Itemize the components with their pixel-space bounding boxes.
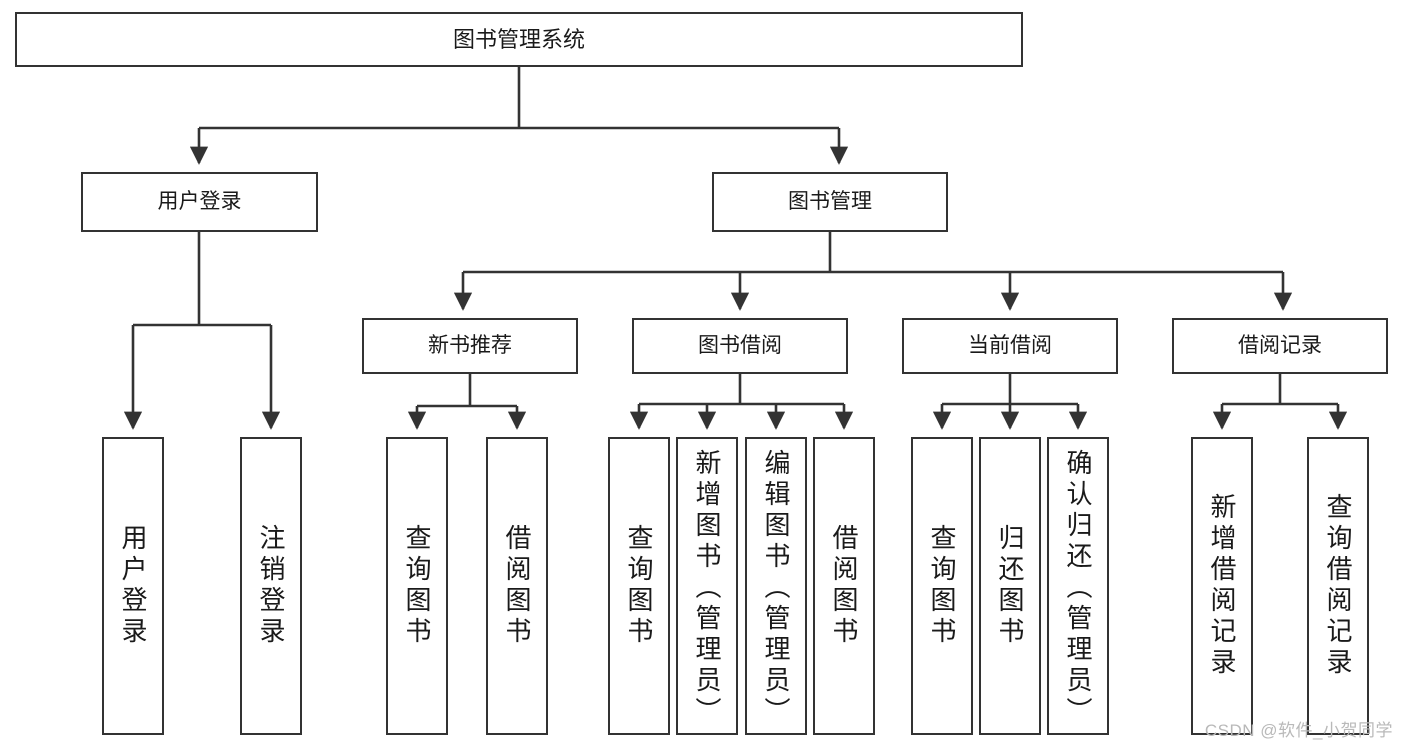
node-new-book-rec[interactable]: 新书推荐	[362, 318, 578, 374]
node-book-borrow[interactable]: 图书借阅	[632, 318, 848, 374]
watermark-text: CSDN @软件_小贺同学	[1204, 721, 1393, 740]
node-current-borrow[interactable]: 当前借阅	[902, 318, 1118, 374]
leaf-borrow-book-1-label: 借阅图书	[502, 524, 532, 648]
leaf-query-book-2[interactable]: 查询图书	[608, 437, 670, 735]
node-new-book-rec-label: 新书推荐	[428, 333, 512, 357]
leaf-add-book-label: 新增图书（管理员）	[692, 449, 722, 728]
node-user-login-label: 用户登录	[157, 189, 242, 213]
node-book-manage[interactable]: 图书管理	[712, 172, 948, 232]
leaf-borrow-book-1[interactable]: 借阅图书	[486, 437, 548, 735]
leaf-add-record-label: 新增借阅记录	[1207, 493, 1237, 679]
leaf-query-book-2-label: 查询图书	[624, 524, 654, 648]
leaf-borrow-book-2[interactable]: 借阅图书	[813, 437, 875, 735]
node-current-borrow-label: 当前借阅	[968, 333, 1052, 357]
leaf-confirm-return-label: 确认归还（管理员）	[1063, 449, 1093, 728]
leaf-query-book-3-label: 查询图书	[927, 524, 957, 648]
node-user-login[interactable]: 用户登录	[81, 172, 318, 232]
node-root-label: 图书管理系统	[452, 26, 585, 52]
leaf-logout-label: 注销登录	[256, 524, 286, 648]
leaf-return-book[interactable]: 归还图书	[979, 437, 1041, 735]
leaf-add-record[interactable]: 新增借阅记录	[1191, 437, 1253, 735]
leaf-user-login-label: 用户登录	[118, 524, 148, 648]
leaf-borrow-book-2-label: 借阅图书	[829, 524, 859, 648]
leaf-query-record[interactable]: 查询借阅记录	[1307, 437, 1369, 735]
node-root[interactable]: 图书管理系统	[15, 12, 1023, 67]
node-borrow-record[interactable]: 借阅记录	[1172, 318, 1388, 374]
leaf-confirm-return[interactable]: 确认归还（管理员）	[1047, 437, 1109, 735]
leaf-edit-book-label: 编辑图书（管理员）	[761, 449, 791, 728]
leaf-edit-book[interactable]: 编辑图书（管理员）	[745, 437, 807, 735]
leaf-add-book[interactable]: 新增图书（管理员）	[676, 437, 738, 735]
node-borrow-record-label: 借阅记录	[1238, 333, 1322, 357]
leaf-logout[interactable]: 注销登录	[240, 437, 302, 735]
node-book-manage-label: 图书管理	[788, 189, 872, 213]
leaf-query-book-3[interactable]: 查询图书	[911, 437, 973, 735]
leaf-query-record-label: 查询借阅记录	[1323, 493, 1353, 679]
leaf-return-book-label: 归还图书	[995, 524, 1025, 648]
leaf-user-login[interactable]: 用户登录	[102, 437, 164, 735]
node-book-borrow-label: 图书借阅	[698, 333, 782, 357]
leaf-query-book-1[interactable]: 查询图书	[386, 437, 448, 735]
leaf-query-book-1-label: 查询图书	[402, 524, 432, 648]
